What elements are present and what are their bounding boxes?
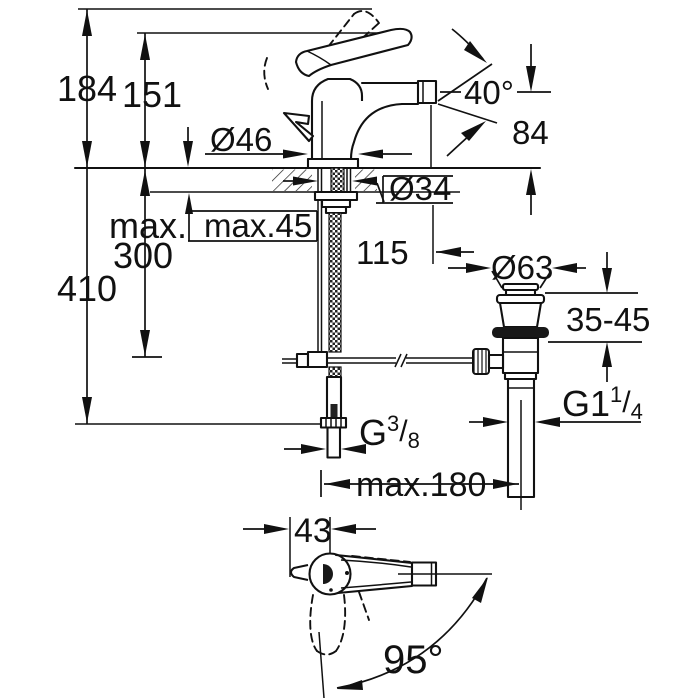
waste-lever-shaft [487,353,505,370]
angle-95-ray-vertical [318,631,325,699]
popup-trigger [282,111,315,143]
dimension-labels: 184 151 410 max. 300 max.45 Ø46 Ø34 115 … [57,68,650,682]
angle-95-label: 95° [383,638,444,682]
arrowhead [337,680,363,690]
angle-40-label: 40° [464,74,514,111]
lever-handle-crease [306,50,332,66]
bottom-dot [345,571,349,575]
dimensions [82,9,642,534]
handle-motion-arc [263,57,269,90]
dim-max45-label: max.45 [204,207,312,244]
dim-max300-label: max. [109,205,187,246]
dim-410-label: 410 [57,268,117,309]
waste-lever-knob [472,348,490,375]
bottom-spout-inner [340,581,412,589]
waste-body [501,336,540,375]
bottom-popup-stub [289,563,309,582]
thread-g114-label: G11/4 [562,382,643,424]
braided-hose [330,167,345,193]
handle-raised-dashed [353,10,380,24]
faucet-dome [310,77,364,102]
bottom-handle-dashed [309,594,318,652]
dim-max180-label: max.180 [356,466,486,504]
dim-43-label: 43 [294,512,332,550]
dim-84-label: 84 [512,114,549,151]
braided-hose [328,212,342,353]
waste-seal-ring [492,327,549,338]
bottom-spout-top [334,553,414,565]
bottom-handle-dashed [358,591,370,621]
bottom-view [289,517,492,699]
waste-flange [495,293,546,305]
waste-neck [498,301,543,329]
handle-raised-dashed [319,13,355,58]
braided-hose [328,366,342,378]
bottom-cartridge-mark [323,564,333,584]
dim-35-45-label: 35-45 [566,301,650,338]
rod-break-mark [394,353,402,368]
rod-clamp [306,350,329,369]
dim-115-label: 115 [356,234,409,271]
spout-underside-curve [349,102,404,161]
thread-g38-label: G3/8 [359,411,420,453]
bottom-spout-dashed [351,555,411,563]
hose-fitting-core [330,404,338,418]
bottom-spout-bottom [336,584,414,595]
bottom-spout-inner [340,559,412,568]
dia-63-label: Ø63 [491,249,553,286]
front-view [263,10,474,459]
bottom-handle-dashed [335,594,347,652]
arrowhead [472,577,488,603]
dim-max300-label: 300 [113,235,173,276]
lever-handle [294,27,413,78]
hose-thread-end [326,426,342,459]
dim-184-label: 184 [57,68,117,109]
dia-46-label: Ø46 [210,121,272,158]
dia-34-label: Ø34 [389,170,451,207]
bottom-handle-dashed [316,650,337,656]
mounting-washer [313,190,359,202]
dim-151-label: 151 [122,74,182,115]
aerator [416,79,438,105]
hose-nut [319,416,348,429]
mounting-nut-step [324,205,348,215]
rod-break-mark [400,353,408,368]
rod-knob [295,352,310,369]
bottom-dot [329,588,333,592]
